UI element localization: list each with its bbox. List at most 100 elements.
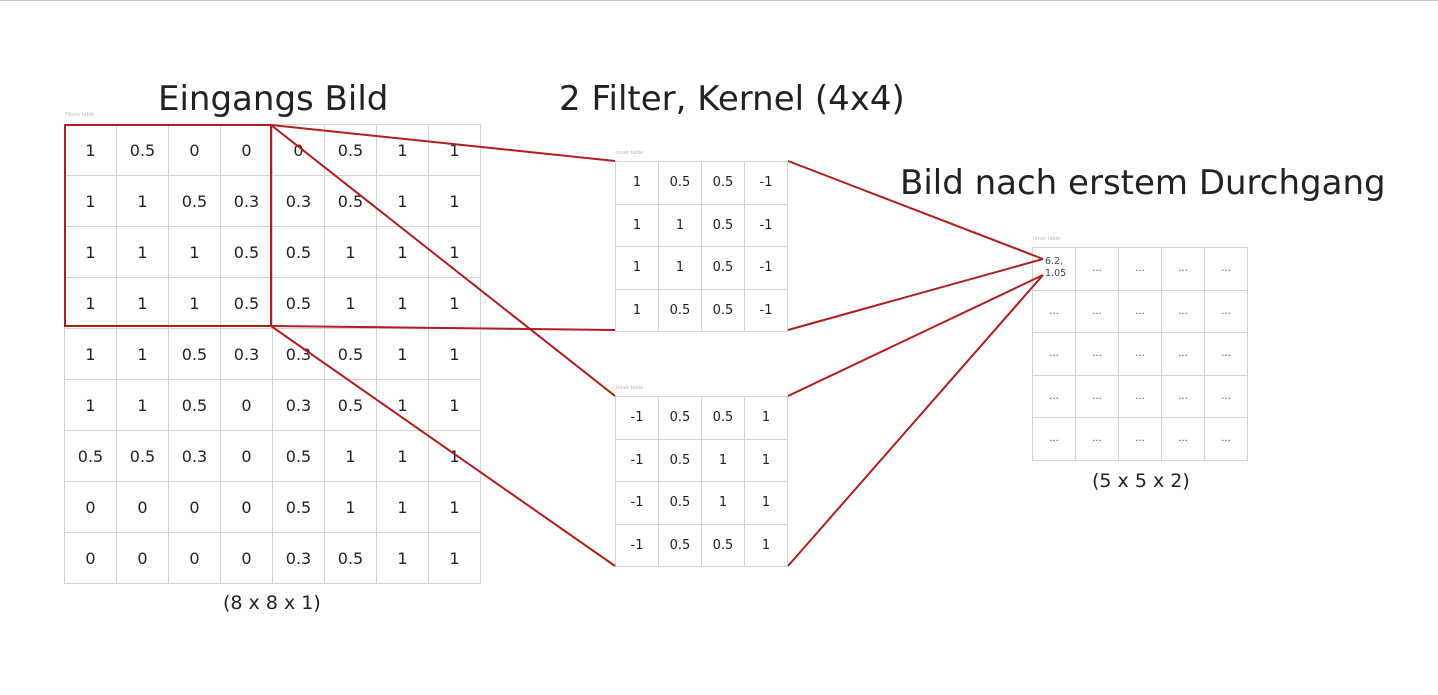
output-cell: ... [1162, 333, 1205, 376]
output-cell: ... [1119, 375, 1162, 418]
input-cell: 0.3 [221, 329, 273, 380]
filter-2-cell: 0.5 [702, 397, 745, 440]
input-table-label: Filters table [65, 112, 95, 118]
input-cell: 1 [429, 329, 481, 380]
input-cell: 0.5 [117, 431, 169, 482]
input-cell: 0.5 [169, 329, 221, 380]
output-cell: ... [1119, 248, 1162, 291]
input-cell: 0 [117, 533, 169, 584]
input-cell: 1 [117, 329, 169, 380]
filter-2-cell: 0.5 [659, 482, 702, 525]
filter-2-cell: 1 [745, 524, 788, 567]
filter-1-cell: 1 [616, 204, 659, 247]
input-cell: 1 [429, 431, 481, 482]
input-cell: 0.5 [273, 227, 325, 278]
filter-2-cell: 1 [745, 439, 788, 482]
input-cell: 0.5 [325, 329, 377, 380]
input-cell: 0.5 [221, 278, 273, 329]
output-cell: ... [1119, 290, 1162, 333]
output-cell: ... [1205, 375, 1248, 418]
input-cell: 0 [169, 482, 221, 533]
input-cell: 1 [429, 380, 481, 431]
input-cell: 1 [65, 380, 117, 431]
output-feature-map-grid: 6.2,1.05................................… [1032, 247, 1248, 461]
output-cell: ... [1033, 375, 1076, 418]
input-cell: 1 [429, 227, 481, 278]
input-cell: 0.5 [273, 482, 325, 533]
connector-line [787, 274, 1044, 397]
input-cell: 1 [169, 227, 221, 278]
input-cell: 0.5 [325, 380, 377, 431]
output-cell: 6.2,1.05 [1033, 248, 1076, 291]
output-cell: ... [1205, 418, 1248, 461]
filter-1-cell: -1 [745, 204, 788, 247]
filter-2-cell: -1 [616, 397, 659, 440]
input-cell: 1 [65, 227, 117, 278]
input-cell: 1 [169, 278, 221, 329]
connector-line [787, 258, 1044, 331]
input-cell: 1 [429, 533, 481, 584]
input-cell: 1 [117, 176, 169, 227]
output-dimensions-caption: (5 x 5 x 2) [1092, 470, 1190, 492]
filter-1-cell: 1 [616, 247, 659, 290]
output-title: Bild nach erstem Durchgang [900, 163, 1386, 203]
input-cell: 1 [429, 176, 481, 227]
input-cell: 0.3 [273, 533, 325, 584]
input-cell: 1 [377, 227, 429, 278]
output-cell: ... [1076, 248, 1119, 291]
filter-1-cell: 0.5 [659, 162, 702, 205]
filters-title: 2 Filter, Kernel (4x4) [559, 79, 905, 119]
input-cell: 0 [169, 125, 221, 176]
filter-1-cell: 0.5 [702, 289, 745, 332]
input-cell: 0.3 [169, 431, 221, 482]
input-cell: 1 [65, 176, 117, 227]
input-cell: 1 [65, 125, 117, 176]
filter-1-cell: -1 [745, 162, 788, 205]
filter-1-cell: 1 [616, 162, 659, 205]
connector-line [270, 325, 616, 567]
input-cell: 1 [65, 278, 117, 329]
input-cell: 0 [221, 431, 273, 482]
input-cell: 0.5 [325, 125, 377, 176]
output-cell: ... [1033, 290, 1076, 333]
filter-2-cell: 1 [702, 439, 745, 482]
connector-line [787, 274, 1044, 567]
output-cell: ... [1162, 290, 1205, 333]
filter-1-cell: 0.5 [702, 162, 745, 205]
input-cell: 0.5 [221, 227, 273, 278]
input-cell: 0.3 [273, 380, 325, 431]
output-cell: ... [1076, 375, 1119, 418]
filter-2-cell: 1 [745, 482, 788, 525]
filter1-table-label: Inner table [616, 150, 644, 156]
output-cell: ... [1119, 418, 1162, 461]
output-cell: ... [1205, 290, 1248, 333]
input-cell: 1 [325, 227, 377, 278]
input-cell: 1 [325, 482, 377, 533]
input-cell: 0.5 [325, 176, 377, 227]
output-cell: ... [1205, 333, 1248, 376]
filter-1-cell: 1 [659, 204, 702, 247]
filter-2-cell: 0.5 [659, 397, 702, 440]
filter-1-cell: -1 [745, 247, 788, 290]
input-cell: 0 [221, 380, 273, 431]
filter-1-cell: 1 [659, 247, 702, 290]
filter-1-cell: 0.5 [702, 247, 745, 290]
input-cell: 1 [377, 533, 429, 584]
connector-line [270, 325, 616, 331]
receptive-field-highlight [64, 124, 272, 327]
filter-2-cell: 0.5 [659, 439, 702, 482]
input-cell: 0 [273, 125, 325, 176]
filter-2-cell: -1 [616, 524, 659, 567]
input-cell: 0 [221, 125, 273, 176]
filter-1-cell: 1 [616, 289, 659, 332]
input-cell: 1 [377, 125, 429, 176]
output-cell: ... [1033, 333, 1076, 376]
filter-2-cell: 0.5 [702, 524, 745, 567]
filter-1-cell: -1 [745, 289, 788, 332]
output-cell: ... [1162, 375, 1205, 418]
input-cell: 1 [429, 125, 481, 176]
input-cell: 0.5 [169, 176, 221, 227]
